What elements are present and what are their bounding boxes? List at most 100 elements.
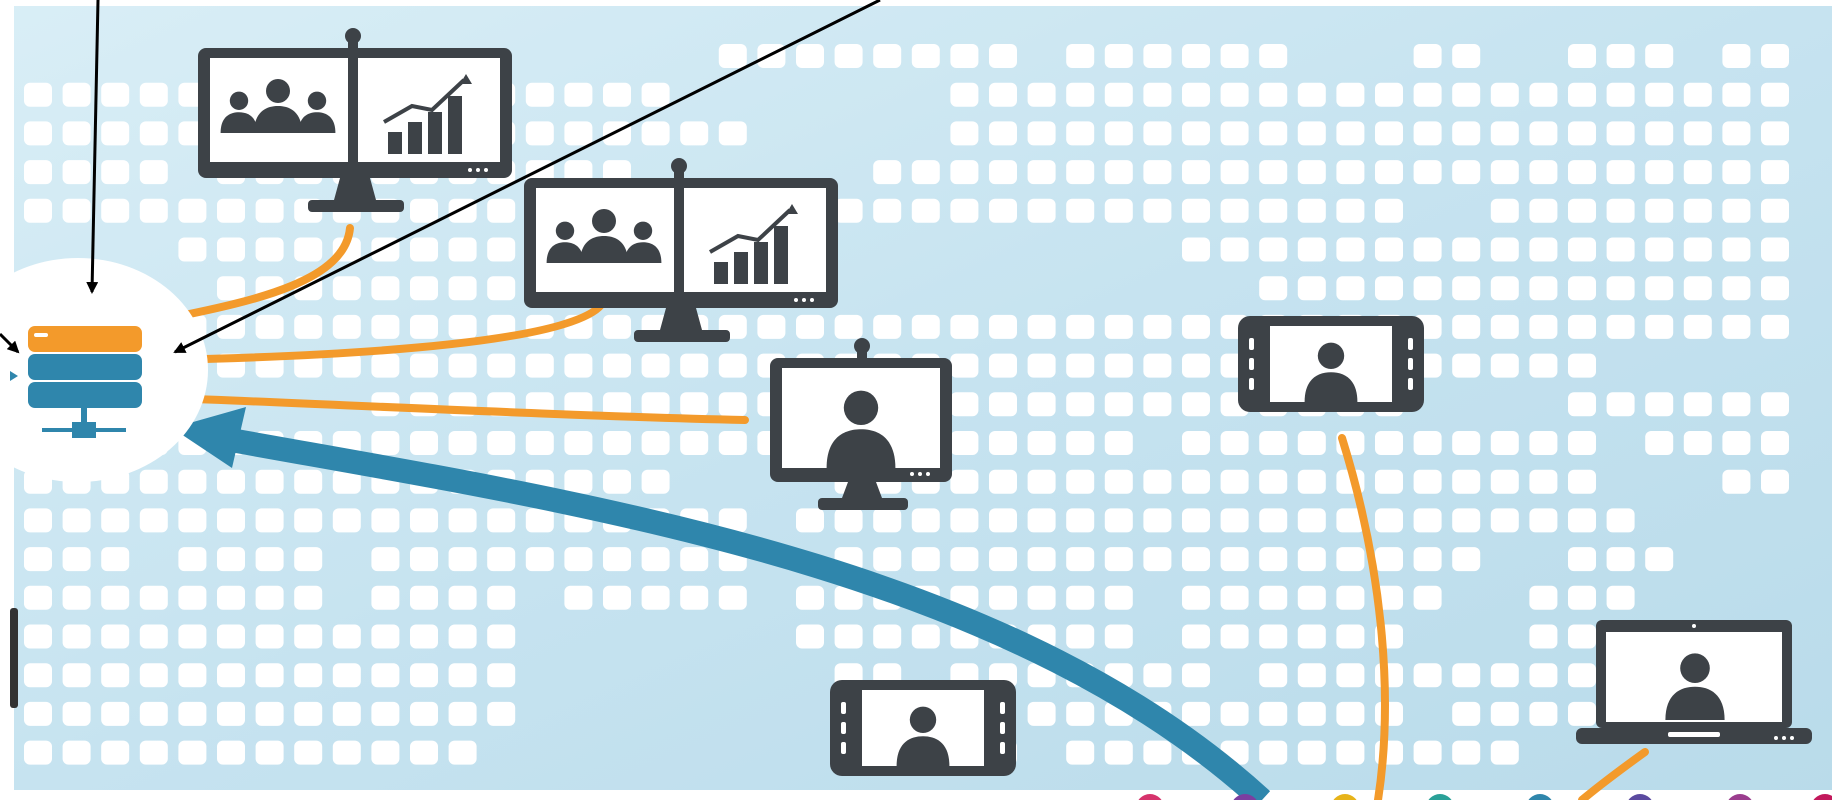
map-tile bbox=[1413, 44, 1442, 68]
map-tile bbox=[1722, 160, 1751, 185]
map-tile bbox=[1336, 585, 1365, 610]
server-hub bbox=[0, 258, 208, 482]
map-tile bbox=[796, 44, 824, 68]
map-tile bbox=[1336, 508, 1365, 533]
map-tile bbox=[1297, 237, 1326, 262]
map-tile bbox=[62, 82, 91, 107]
map-tile bbox=[950, 121, 979, 146]
map-tile bbox=[255, 469, 284, 494]
map-tile bbox=[1297, 276, 1326, 301]
map-tile bbox=[24, 121, 52, 146]
map-tile bbox=[448, 431, 477, 455]
map-tile bbox=[525, 121, 554, 146]
map-tile bbox=[1143, 121, 1172, 146]
laptop-video-icon bbox=[1576, 620, 1812, 744]
map-tile bbox=[217, 624, 245, 649]
map-tile bbox=[1683, 198, 1712, 223]
map-tile bbox=[989, 508, 1017, 533]
map-tile bbox=[1529, 508, 1558, 533]
map-tile bbox=[1182, 431, 1210, 455]
map-tile bbox=[410, 198, 438, 223]
map-tile bbox=[24, 160, 52, 185]
map-tile bbox=[873, 198, 902, 223]
map-tile bbox=[101, 82, 130, 107]
map-tile bbox=[1143, 82, 1172, 107]
map-tile bbox=[1452, 431, 1481, 455]
map-tile bbox=[1413, 121, 1442, 146]
map-tile bbox=[1336, 121, 1365, 146]
map-tile bbox=[1375, 701, 1403, 726]
map-tile bbox=[371, 547, 400, 572]
map-tile bbox=[834, 508, 863, 533]
map-tile bbox=[1182, 585, 1210, 610]
map-tile bbox=[1606, 82, 1635, 107]
map-tile bbox=[294, 740, 323, 765]
map-tile bbox=[641, 392, 670, 417]
map-tile bbox=[1413, 740, 1442, 765]
map-tile bbox=[1027, 314, 1056, 339]
map-tile bbox=[255, 198, 284, 223]
map-tile bbox=[1375, 82, 1403, 107]
map-tile bbox=[62, 585, 91, 610]
map-tile bbox=[1683, 314, 1712, 339]
map-tile bbox=[1761, 431, 1789, 455]
map-tile bbox=[371, 585, 400, 610]
map-tile bbox=[178, 740, 207, 765]
map-tile bbox=[1104, 508, 1133, 533]
link-server-telepresence-1 bbox=[166, 224, 354, 322]
map-tile bbox=[101, 508, 130, 533]
map-tile bbox=[1606, 508, 1635, 533]
map-tile bbox=[1027, 198, 1056, 223]
map-tile bbox=[1104, 431, 1133, 455]
map-tile bbox=[1645, 237, 1674, 262]
map-tile bbox=[1452, 701, 1481, 726]
map-tile bbox=[217, 585, 245, 610]
map-tile bbox=[1413, 431, 1442, 455]
map-tile bbox=[950, 198, 979, 223]
map-tile bbox=[603, 314, 631, 339]
map-tile bbox=[371, 701, 400, 726]
map-tile bbox=[294, 508, 323, 533]
map-tile bbox=[1761, 44, 1789, 68]
map-tile bbox=[1529, 624, 1558, 649]
map-tile bbox=[294, 237, 323, 262]
map-tile bbox=[718, 508, 747, 533]
map-tile bbox=[448, 585, 477, 610]
map-tile bbox=[1645, 82, 1674, 107]
map-tile bbox=[332, 314, 361, 339]
map-tile bbox=[950, 82, 979, 107]
map-tile bbox=[950, 314, 979, 339]
telepresence-2 bbox=[524, 158, 838, 342]
map-tile bbox=[564, 392, 593, 417]
map-tile bbox=[1182, 663, 1210, 688]
map-tile bbox=[371, 431, 400, 455]
map-tile bbox=[1259, 624, 1288, 649]
map-tile bbox=[564, 547, 593, 572]
map-tile bbox=[911, 44, 940, 68]
left-edge-dark-mark bbox=[10, 608, 18, 708]
map-tile bbox=[1297, 585, 1326, 610]
map-tile bbox=[1606, 585, 1635, 610]
map-tile bbox=[410, 701, 438, 726]
map-tile bbox=[62, 121, 91, 146]
map-tile bbox=[1182, 121, 1210, 146]
map-tile bbox=[217, 469, 245, 494]
map-tile bbox=[1336, 276, 1365, 301]
map-tile bbox=[911, 198, 940, 223]
map-tile bbox=[718, 44, 747, 68]
map-tile bbox=[1645, 392, 1674, 417]
map-tile bbox=[1568, 663, 1596, 688]
map-tile bbox=[1143, 469, 1172, 494]
map-tile bbox=[371, 740, 400, 765]
map-tile bbox=[1568, 160, 1596, 185]
map-tile bbox=[1027, 431, 1056, 455]
map-tile bbox=[1143, 740, 1172, 765]
video-monitor bbox=[770, 338, 952, 510]
map-tile bbox=[1259, 585, 1288, 610]
map-tile bbox=[332, 740, 361, 765]
map-tile bbox=[1336, 82, 1365, 107]
map-tile bbox=[24, 740, 52, 765]
map-tile bbox=[564, 469, 593, 494]
map-tile bbox=[1297, 701, 1326, 726]
